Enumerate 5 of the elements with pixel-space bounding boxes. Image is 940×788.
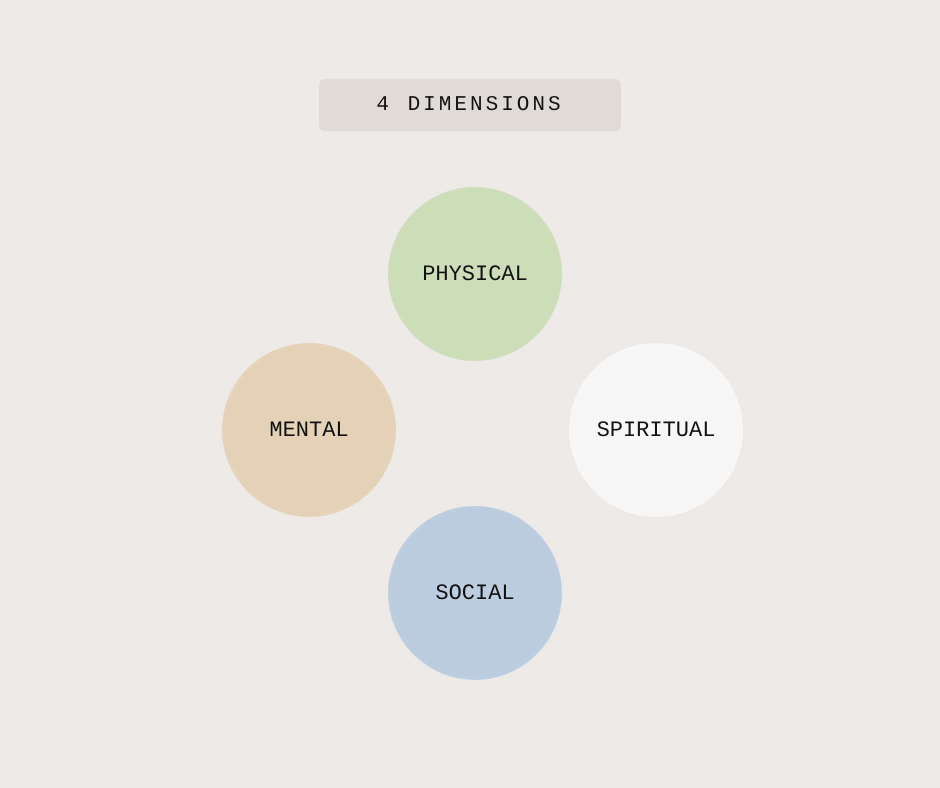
heading-text: 4 DIMENSIONS <box>376 94 564 116</box>
dimension-label: PHYSICAL <box>422 262 528 286</box>
dimension-label: SPIRITUAL <box>596 418 716 442</box>
dimension-label: SOCIAL <box>435 580 515 606</box>
dimension-label: MENTAL <box>269 418 349 442</box>
